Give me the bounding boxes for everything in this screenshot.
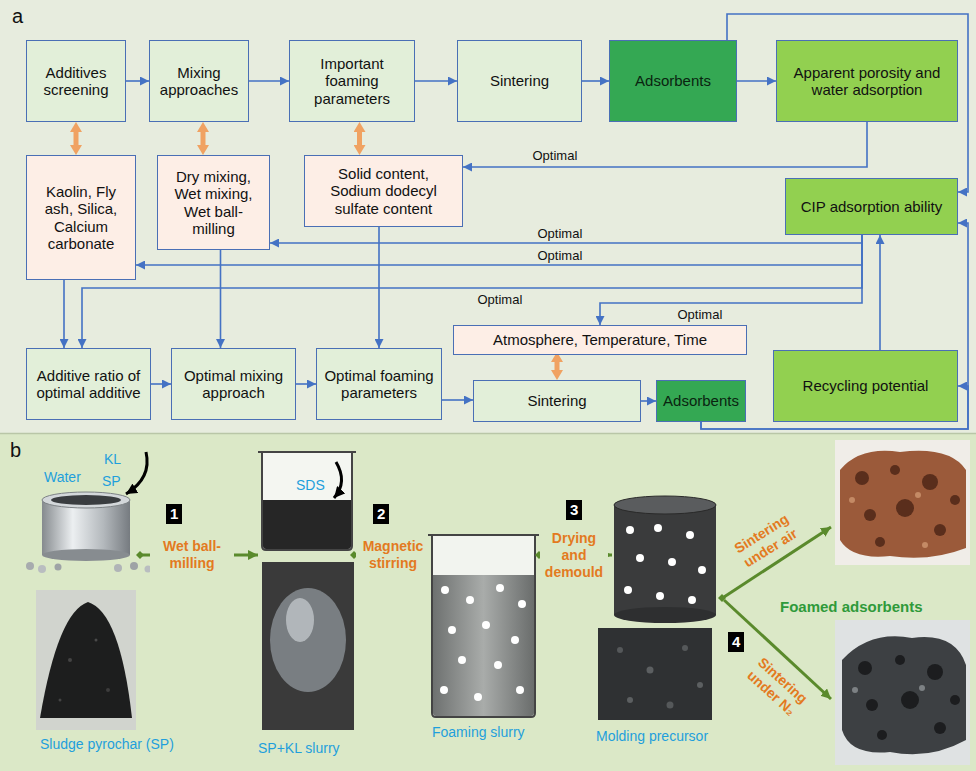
evaluation-box: Apparent porosity and water adsorption: [776, 40, 958, 122]
box-text: Kaolin, Fly ash, Silica, Calcium carbona…: [33, 183, 129, 252]
reagent-label: SDS: [296, 477, 325, 494]
evaluation-box: CIP adsorption ability: [785, 178, 958, 235]
step-number: 2: [373, 504, 389, 524]
flow-arrow: [442, 399, 473, 401]
box-text: Solid content, Sodium dodecyl sulfate co…: [311, 165, 456, 217]
box-text: Mixing approaches: [156, 64, 242, 99]
result-box: Adsorbents: [656, 380, 746, 422]
photo-caption: Molding precursor: [596, 728, 708, 745]
panel-letter: b: [10, 438, 21, 462]
option-box: Dry mixing, Wet mixing, Wet ball-milling: [157, 155, 270, 250]
air-adsorbent-photo: [835, 440, 970, 565]
box-text: CIP adsorption ability: [801, 198, 942, 215]
option-box: Kaolin, Fly ash, Silica, Calcium carbona…: [26, 155, 136, 280]
process-box: Important foaming parameters: [289, 40, 415, 122]
box-text: Apparent porosity and water adsorption: [783, 64, 951, 99]
box-text: Important foaming parameters: [296, 55, 408, 107]
material-label: SP: [102, 473, 121, 490]
flow-arrow: [126, 80, 149, 82]
edge-label: Optimal: [676, 307, 725, 322]
flow-arrow: [151, 383, 171, 385]
material-label: Water: [44, 469, 81, 486]
step-label: Wet ball-milling: [150, 538, 234, 572]
panel-b-ground: [0, 434, 976, 771]
process-box: Mixing approaches: [149, 40, 249, 122]
box-text: Dry mixing, Wet mixing, Wet ball-milling: [164, 168, 263, 237]
material-label: KL: [104, 451, 121, 468]
box-text: Atmosphere, Temperature, Time: [493, 331, 707, 348]
flow-arrow: [737, 80, 776, 82]
slurry-beaker: [258, 452, 356, 550]
flow-arrow: [378, 227, 380, 348]
edge-label: Optimal: [476, 292, 525, 307]
step-label: Drying and demould: [540, 530, 608, 580]
photo-caption: SP+KL slurry: [258, 740, 340, 757]
flow-arrow: [415, 80, 457, 82]
step-number: 1: [166, 504, 182, 524]
box-text: Additives screening: [33, 64, 119, 99]
flow-arrow: [249, 80, 289, 82]
box-text: Adsorbents: [635, 72, 711, 89]
panel-a-ground: [0, 0, 976, 433]
process-box: Additive ratio of optimal additive: [26, 348, 151, 420]
flow-arrow: [879, 235, 881, 350]
process-box: Optimal foaming parameters: [316, 348, 442, 420]
option-box: Solid content, Sodium dodecyl sulfate co…: [304, 155, 463, 227]
link-double-arrow: [201, 132, 206, 145]
link-double-arrow: [74, 132, 79, 145]
flow-arrow: [582, 80, 609, 82]
process-box: Optimal mixing approach: [171, 348, 296, 420]
pyrochar-photo: [36, 590, 136, 730]
flow-arrow: [63, 280, 65, 348]
photo-caption: Sludge pyrochar (SP): [40, 736, 174, 753]
option-box: Atmosphere, Temperature, Time: [453, 325, 747, 355]
ball-mill-jar: [26, 492, 152, 573]
box-text: Additive ratio of optimal additive: [33, 367, 144, 402]
box-text: Sintering: [527, 392, 586, 409]
process-box: Sintering: [457, 40, 582, 122]
edge-label: Optimal: [531, 148, 580, 163]
edge-label: Optimal: [536, 248, 585, 263]
process-box: Sintering: [473, 380, 641, 422]
result-box: Adsorbents: [609, 40, 737, 122]
step-label: Magnetic stirring: [356, 538, 430, 572]
flow-arrow: [296, 383, 316, 385]
foaming-beaker: [428, 535, 539, 717]
box-text: Adsorbents: [663, 392, 739, 409]
photo-caption: Foaming slurry: [432, 724, 525, 741]
flow-arrow: [727, 14, 968, 192]
box-text: Optimal mixing approach: [178, 367, 289, 402]
flow-arrow: [600, 235, 862, 325]
product-label: Foamed adsorbents: [780, 598, 923, 616]
precursor-photo: [598, 628, 712, 720]
n2-adsorbent-photo: [835, 620, 970, 765]
flow-arrow: [220, 250, 222, 348]
molding-cylinder: [614, 496, 716, 623]
link-double-arrow: [357, 132, 362, 145]
link-double-arrow: [555, 362, 560, 370]
edge-label: Optimal: [536, 226, 585, 241]
box-text: Recycling potential: [803, 377, 929, 394]
box-text: Sintering: [490, 72, 549, 89]
step-number: 4: [728, 632, 744, 652]
step-number: 3: [566, 500, 582, 520]
flow-arrow: [463, 122, 867, 167]
process-box: Additives screening: [26, 40, 126, 122]
slurry-photo: [262, 562, 354, 730]
panel-letter: a: [12, 4, 23, 28]
evaluation-box: Recycling potential: [773, 350, 958, 422]
box-text: Optimal foaming parameters: [323, 367, 435, 402]
flow-arrow: [641, 400, 656, 402]
